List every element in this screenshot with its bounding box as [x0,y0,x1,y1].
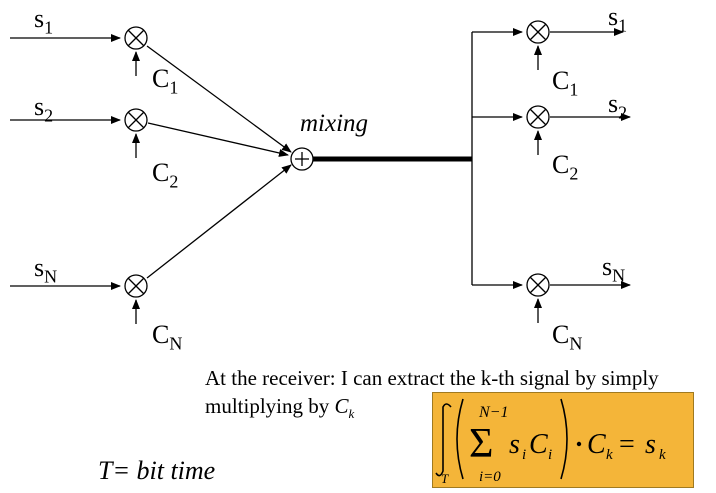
output-label-sN: sN [602,252,626,286]
mixing-label: mixing [300,110,369,137]
factor-c: C [587,429,606,460]
output-label-s1: s1 [608,2,628,36]
result-s: s [645,429,656,460]
input-label-sN: sN [34,253,58,287]
multiplier-tx-2 [124,108,148,132]
to-mixer-1 [146,45,292,153]
integral-limit: T [441,471,449,486]
adder-mixer [290,147,314,171]
multiplier-rx-2 [526,105,550,129]
sum-term-c-sub: i [548,447,552,463]
code-label-tx-2: C2 [152,158,179,192]
receiver-note: At the receiver: I can extract the k-th … [205,364,659,428]
code-label-rx-1: C1 [552,66,579,100]
sum-lower-limit: i=0 [479,469,501,485]
formula-graphic: T N−1 Σ i=0 s i C i C k = s k [435,398,666,486]
code-label-rx-2: C2 [552,150,579,184]
result-s-sub: k [659,447,666,463]
receiver-note-line1: At the receiver: I can extract the k-th … [205,366,659,390]
code-label-tx-N: CN [152,320,183,354]
input-label-s1: s1 [34,4,54,38]
sum-term-c: C [529,429,548,460]
sum-term-s: s [509,429,520,460]
to-mixer-N [146,164,292,279]
sum-upper-limit: N−1 [478,404,508,421]
sigma-symbol: Σ [469,421,493,467]
multiplier-rx-1 [526,20,550,44]
code-label-tx-1: C1 [152,64,179,98]
code-label-rx-N: CN [552,320,583,354]
formula-box: T N−1 Σ i=0 s i C i C k = s k [432,392,694,488]
output-label-s2: s2 [608,89,628,123]
multiplier-rx-N [526,273,550,297]
receiver-note-line2: multiplying by Ck [205,394,355,422]
multiplier-tx-1 [124,26,148,50]
equals-sign: = [619,429,635,460]
multiplier-tx-N [124,274,148,298]
sum-term-s-sub: i [522,447,526,463]
to-mixer-2 [147,122,289,157]
input-label-s2: s2 [34,92,54,126]
factor-c-sub: k [606,447,613,463]
bit-time-label: T= bit time [98,456,216,485]
